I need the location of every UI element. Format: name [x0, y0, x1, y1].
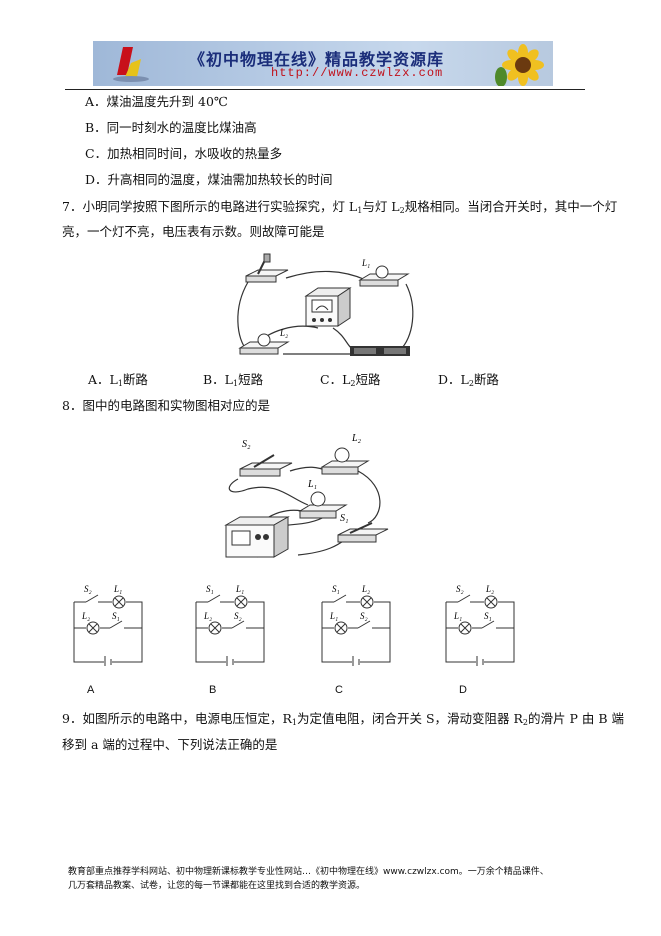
q8-option-caption-c: C: [335, 684, 343, 696]
q9-stem-line1: 9．如图所示的电路中，电源电压恒定，R1为定值电阻，闭合开关 S，滑动变阻器 R…: [62, 711, 624, 727]
q6-option-b: B．同一时刻水的温度比煤油高: [85, 120, 257, 135]
q8-circuit-b-label-mid-switch: S₂: [234, 611, 242, 621]
header-rule: [65, 89, 585, 90]
q8-circuit-diagram-b: S₁ L₁ L₂ S₂: [195, 584, 265, 666]
q8-circuit-diagram-d: S₂ L₂ L₁ S₁: [445, 584, 515, 666]
q7-label-l2: L₂: [279, 328, 288, 338]
q8-switch-s2-icon: [239, 454, 293, 477]
q8-circuit-diagram-c: S₁ L₂ L₁ S₂: [321, 584, 391, 666]
q8-label-l2: L₂: [351, 433, 362, 444]
q8-label-s1: S₁: [340, 513, 348, 524]
q8-circuit-b-label-mid-lamp: L₂: [203, 611, 212, 621]
footer-line1: 教育部重点推荐学科网站、初中物理新课标教学专业性网站…《初中物理在线》www.c…: [68, 867, 549, 877]
q8-option-caption-a: A: [87, 684, 95, 696]
q7-battery-icon: [350, 346, 410, 356]
q7-stem-line1: 7．小明同学按照下图所示的电路进行实验探究，灯 L1与灯 L2规格相同。当闭合开…: [62, 199, 618, 215]
q7-option-a: A．L1断路: [88, 372, 148, 388]
q8-physical-figure: S₂ L₂ L₁ S₁: [224, 433, 389, 558]
banner-title: 《初中物理在线》精品教学资源库: [189, 50, 445, 69]
q9-stem-line2: 移到 a 端的过程中、下列说法正确的是: [62, 737, 278, 752]
q7-label-l1: L₁: [361, 258, 370, 268]
q8-circuit-c-label-mid-lamp: L₁: [329, 611, 338, 621]
q8-circuit-c-label-mid-switch: S₂: [360, 611, 368, 621]
q7-stem-line2: 亮，一个灯不亮，电压表有示数。则故障可能是: [62, 224, 325, 239]
q8-label-s2: S₂: [242, 439, 251, 450]
q6-option-c: C．加热相同时间，水吸收的热量多: [85, 146, 283, 161]
q8-switch-s1-icon: [337, 522, 389, 543]
q8-lamp-l2-icon: [320, 447, 370, 475]
q8-circuit-d-label-mid-switch: S₁: [484, 611, 492, 621]
q7-lamp-l1-icon: [358, 265, 410, 287]
footer-line2: 几万套精品教案、试卷，让您的每一节课都能在这里找到合适的教学资源。: [68, 881, 366, 891]
header-banner: 《初中物理在线》精品教学资源库 http://www.czwlzx.com: [93, 41, 553, 86]
q8-power-supply-icon: [224, 516, 290, 558]
q7-option-c: C．L2短路: [320, 372, 381, 388]
q8-circuit-b-label-top-switch: S₁: [206, 584, 214, 594]
q8-circuit-d-label-top-switch: S₂: [456, 584, 464, 594]
q8-circuit-c-label-top-switch: S₁: [332, 584, 340, 594]
q8-circuit-a-label-mid-lamp: L₂: [81, 611, 90, 621]
q7-circuit-figure: L₁ L₂: [237, 253, 414, 356]
sunflower-icon: [495, 44, 544, 86]
q8-circuit-b-label-top-lamp: L₁: [235, 584, 244, 594]
q7-lamp-l2-icon: [238, 333, 290, 355]
q8-circuit-a-label-top-switch: S₂: [84, 584, 92, 594]
q8-circuit-d-label-top-lamp: L₂: [485, 584, 494, 594]
q8-label-l1: L₁: [307, 479, 317, 490]
q8-circuit-c-label-top-lamp: L₂: [361, 584, 370, 594]
q6-option-a: A．煤油温度先升到 40℃: [85, 94, 228, 109]
q7-option-b: B．L1短路: [203, 372, 264, 388]
banner-url: http://www.czwlzx.com: [271, 66, 444, 80]
q7-voltmeter-icon: [304, 287, 352, 327]
site-logo-icon: [113, 47, 149, 82]
q8-lamp-l1-icon: [298, 491, 348, 519]
q8-circuit-d-label-mid-lamp: L₁: [453, 611, 462, 621]
q8-option-caption-d: D: [459, 684, 467, 696]
q7-option-d: D．L2断路: [438, 372, 499, 388]
q8-circuit-a-label-top-lamp: L₁: [113, 584, 122, 594]
q8-stem: 8．图中的电路图和实物图相对应的是: [62, 398, 270, 413]
q8-option-caption-b: B: [209, 684, 217, 696]
q8-circuit-a-label-mid-switch: S₁: [112, 611, 120, 621]
q8-circuit-diagram-a: S₂ L₁ L₂ S₁: [73, 584, 143, 666]
q7-switch-icon: [245, 253, 289, 283]
q6-option-d: D．升高相同的温度，煤油需加热较长的时间: [85, 172, 333, 187]
